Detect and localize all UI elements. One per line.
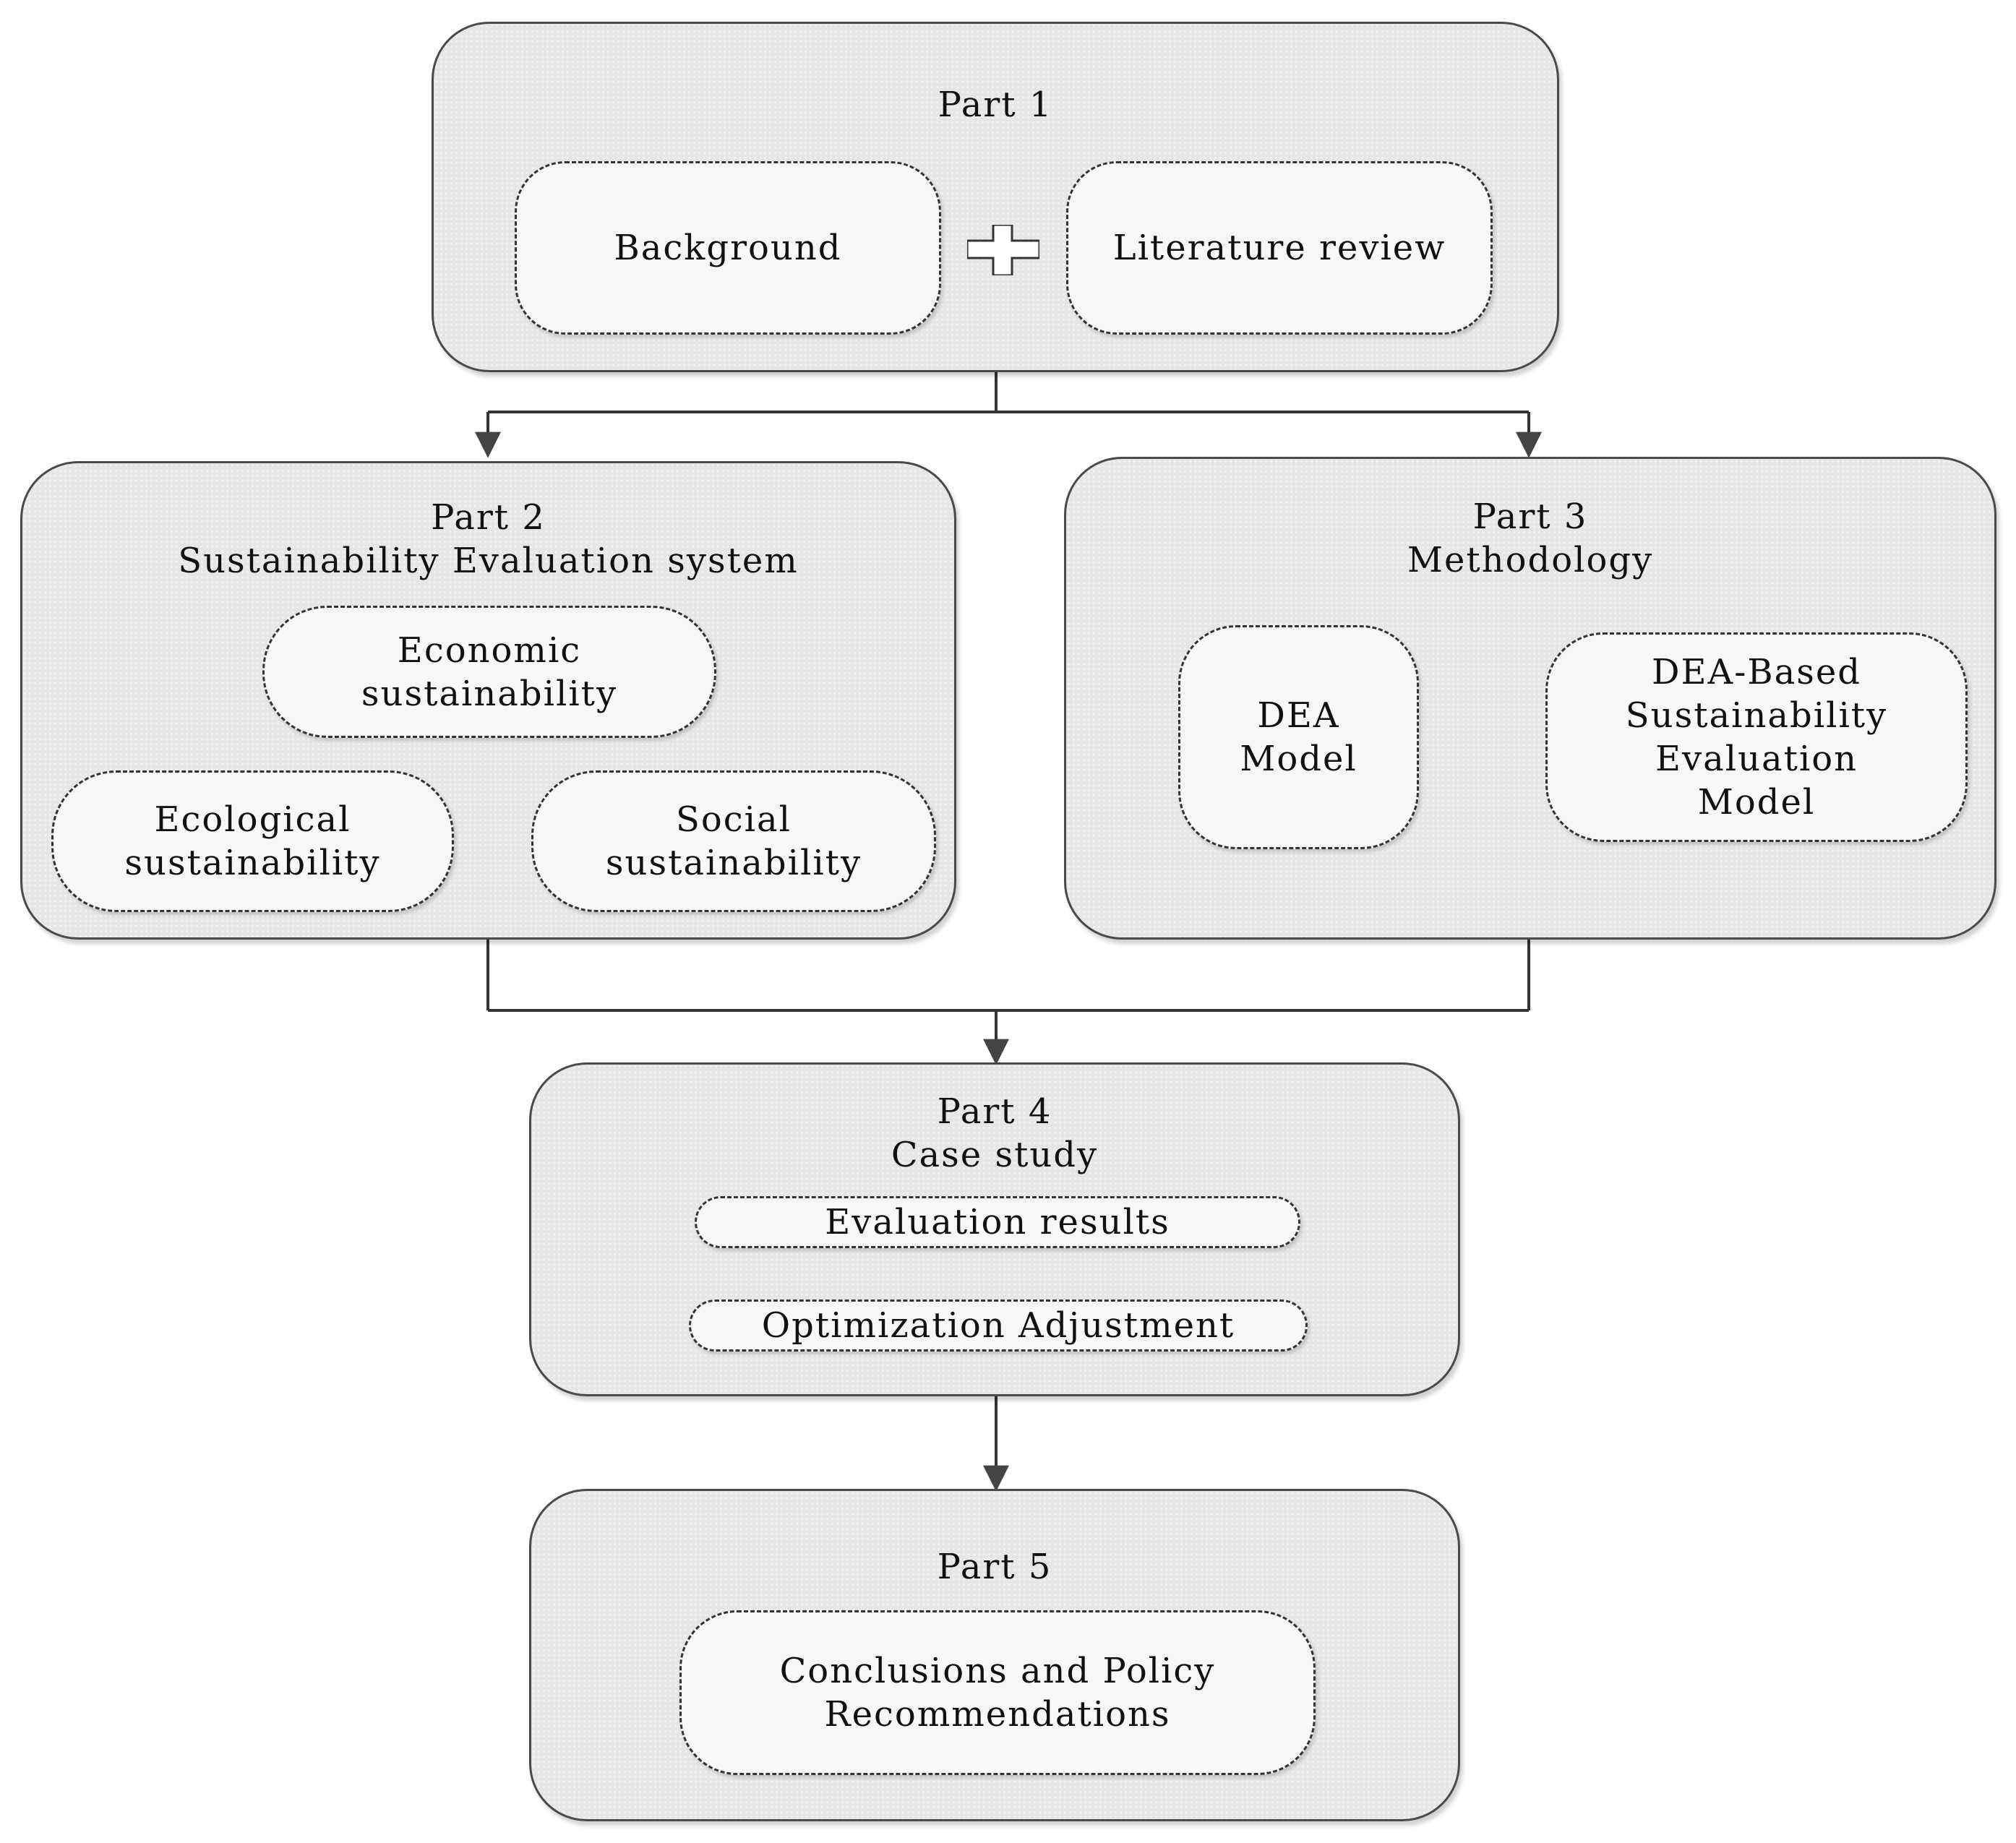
part5-title: Part 5 <box>937 1547 1052 1587</box>
conclusions-box: Conclusions and Policy Recommendations <box>679 1610 1316 1775</box>
part3-subtitle: Methodology <box>1407 540 1654 580</box>
part3-title: Part 3 Methodology <box>1066 495 1994 582</box>
evaluation-results-box: Evaluation results <box>695 1196 1300 1248</box>
dea-based-model-box: DEA-Based Sustainability Evaluation Mode… <box>1545 632 1968 842</box>
optimization-adjustment-box: Optimization Adjustment <box>689 1299 1308 1352</box>
part4-title: Part 4 Case study <box>531 1090 1458 1177</box>
social-sustainability-box: Social sustainability <box>531 770 936 912</box>
plus-icon <box>966 223 1041 277</box>
part1-panel: Part 1 Background Literature review <box>432 22 1559 372</box>
part1-title: Part 1 <box>938 85 1053 125</box>
part2-subtitle: Sustainability Evaluation system <box>178 541 799 581</box>
part4-panel: Part 4 Case study Evaluation results Opt… <box>529 1062 1460 1396</box>
part5-panel: Part 5 Conclusions and Policy Recommenda… <box>529 1489 1460 1821</box>
literature-review-box: Literature review <box>1066 161 1493 335</box>
part2-panel: Part 2 Sustainability Evaluation system … <box>20 461 956 940</box>
economic-sustainability-box: Economic sustainability <box>262 606 716 738</box>
background-box: Background <box>515 161 941 335</box>
ecological-sustainability-box: Ecological sustainability <box>51 770 454 912</box>
part3-panel: Part 3 Methodology DEA Model DEA-Based S… <box>1064 457 1996 940</box>
dea-model-box: DEA Model <box>1178 625 1419 849</box>
part2-title: Part 2 Sustainability Evaluation system <box>22 496 954 583</box>
part4-subtitle: Case study <box>891 1135 1099 1175</box>
